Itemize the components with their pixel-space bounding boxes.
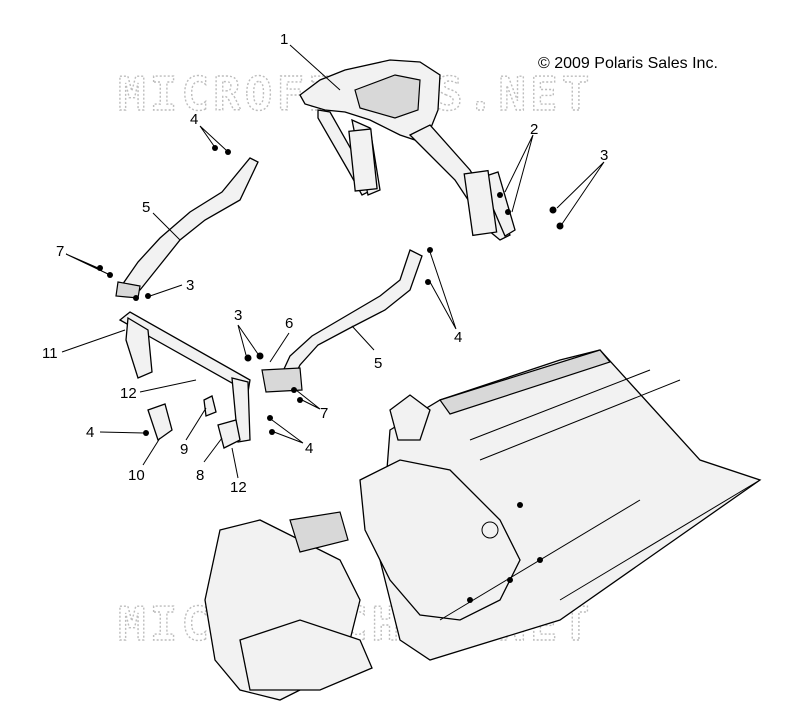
callout-12-upper: 12: [120, 385, 137, 402]
callout-3-top-right: 3: [600, 147, 608, 164]
leader-lines: [61, 44, 605, 479]
callout-7-left: 7: [56, 243, 64, 260]
part-left-brace: [115, 157, 259, 299]
callout-3-left: 3: [186, 277, 194, 294]
callout-6: 6: [285, 315, 293, 332]
part-right-brace: [261, 249, 423, 393]
part-chassis: [204, 349, 762, 701]
callout-4-right: 4: [454, 329, 462, 346]
callout-5-left: 5: [142, 199, 150, 216]
part-small-brackets: [147, 395, 241, 449]
callout-4-lower-left: 4: [86, 424, 94, 441]
callout-10: 10: [128, 467, 145, 484]
callout-4-top-left: 4: [190, 111, 198, 128]
part-upper-frame: [299, 59, 516, 241]
callout-12-lower: 12: [230, 479, 247, 496]
callout-labels: 1 2 3 4 5 7 3 11 3 6 5 4 12 4 9 10 8 7 4…: [42, 31, 608, 496]
callout-5-right: 5: [374, 355, 382, 372]
callout-9: 9: [180, 441, 188, 458]
callout-8: 8: [196, 467, 204, 484]
callout-11: 11: [42, 345, 58, 362]
callout-1: 1: [280, 31, 288, 48]
callout-2: 2: [530, 121, 538, 138]
callout-7-right: 7: [320, 405, 328, 422]
callout-3-middle: 3: [234, 307, 242, 324]
copyright-text: © 2009 Polaris Sales Inc.: [538, 55, 718, 72]
fasteners: [97, 145, 564, 436]
callout-4-lower-right: 4: [305, 440, 313, 457]
